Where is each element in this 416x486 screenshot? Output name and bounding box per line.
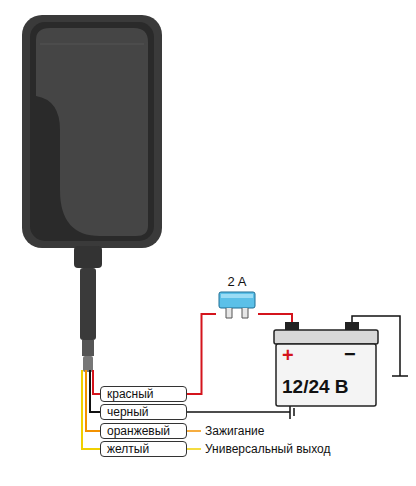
wire-name: красный — [107, 387, 154, 401]
red-wire — [93, 370, 100, 394]
tracker-face — [30, 22, 154, 241]
yellow-wire — [82, 370, 100, 449]
plus-sign: + — [282, 344, 294, 366]
wire-tag: красный — [100, 386, 187, 402]
output-wire — [187, 448, 201, 450]
ignition-wire — [187, 430, 201, 432]
wire-name: желтый — [107, 442, 149, 456]
signal-name: Зажигание — [205, 424, 264, 438]
cable-end — [83, 356, 93, 372]
battery-voltage: 12/24 В — [282, 376, 349, 397]
black-wire — [90, 370, 100, 412]
minus-sign: − — [344, 343, 356, 365]
orange-wire — [86, 370, 100, 431]
tracker-ridge — [40, 44, 144, 45]
power-wire — [187, 314, 216, 394]
wire-name: черный — [107, 405, 149, 419]
wire-tag: желтый — [100, 441, 187, 457]
ground-symbol — [392, 375, 408, 377]
tracker-panel — [36, 28, 148, 236]
fuse-node: 2 A — [216, 274, 258, 320]
ground-symbol — [290, 405, 294, 419]
strain-relief — [74, 246, 102, 268]
wire-tag: оранжевый — [100, 423, 187, 439]
cable-joint — [82, 340, 94, 356]
battery-node: + − 12/24 В — [272, 322, 382, 408]
cable — [80, 268, 96, 340]
signal-name: Универсальный выход — [205, 442, 331, 456]
wire-name: оранжевый — [107, 424, 170, 438]
fuse-rating: 2 A — [216, 274, 258, 289]
wire-tag: черный — [100, 404, 187, 420]
tracker-body — [22, 15, 162, 248]
power-wire — [258, 314, 292, 322]
ground-wire — [187, 411, 290, 413]
